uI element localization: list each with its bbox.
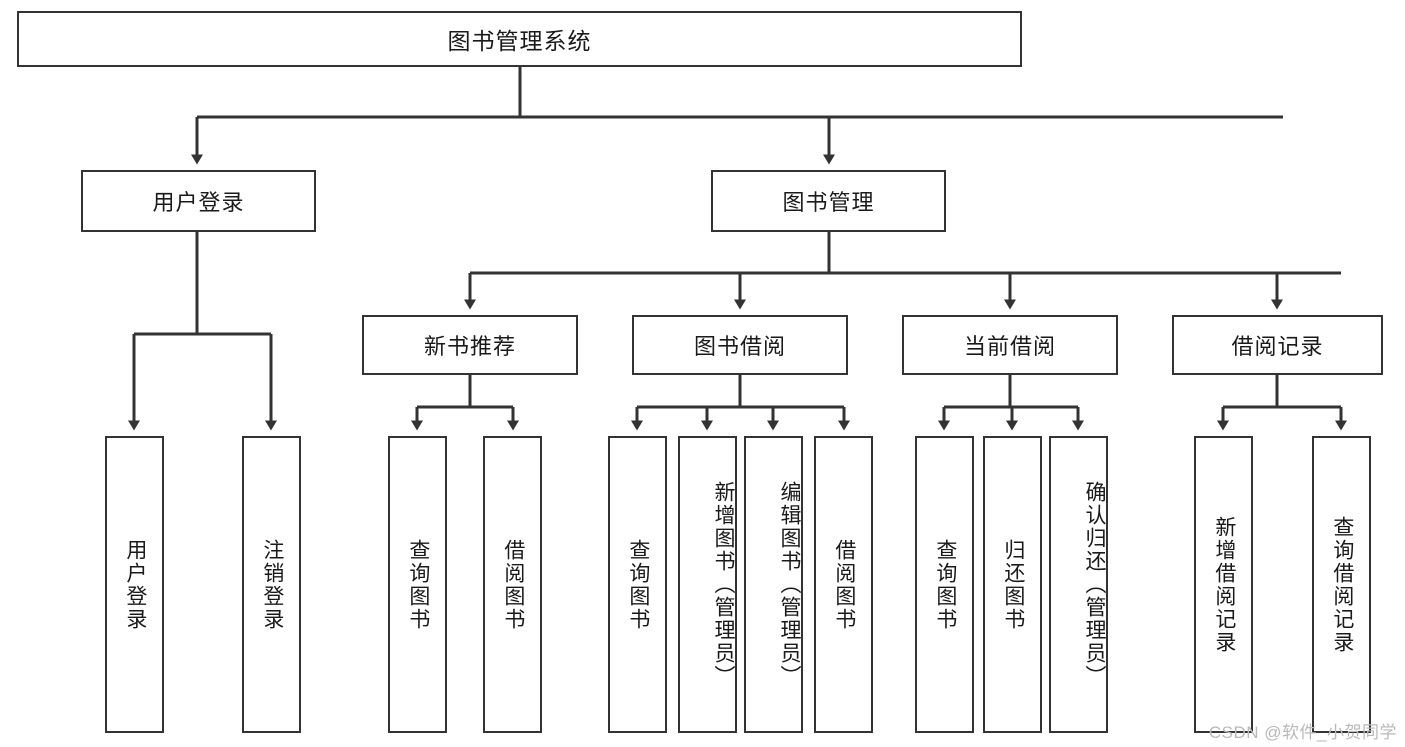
node-new-book-recommend[interactable]: 新书推荐 xyxy=(362,315,578,375)
node-borrow-record[interactable]: 借阅记录 xyxy=(1172,315,1383,375)
leaf-current-query-book[interactable]: 查询图书 xyxy=(915,436,974,733)
node-book-management[interactable]: 图书管理 xyxy=(711,170,946,232)
leaf-recommend-query-book[interactable]: 查询图书 xyxy=(388,436,447,733)
node-book-borrow[interactable]: 图书借阅 xyxy=(632,315,848,375)
leaf-borrow-query-book[interactable]: 查询图书 xyxy=(608,436,667,733)
leaf-current-return-book[interactable]: 归还图书 xyxy=(983,436,1042,733)
leaf-record-query-borrow-record[interactable]: 查询借阅记录 xyxy=(1312,436,1371,733)
node-user-login[interactable]: 用户登录 xyxy=(81,170,316,232)
leaf-recommend-borrow-book[interactable]: 借阅图书 xyxy=(483,436,542,733)
leaf-borrow-add-book-admin[interactable]: 新增图书（管理员） xyxy=(678,436,737,733)
leaf-current-confirm-return-admin[interactable]: 确认归还（管理员） xyxy=(1049,436,1108,733)
leaf-record-add-borrow-record[interactable]: 新增借阅记录 xyxy=(1194,436,1253,733)
leaf-borrow-borrow-book[interactable]: 借阅图书 xyxy=(814,436,873,733)
leaf-borrow-edit-book-admin[interactable]: 编辑图书（管理员） xyxy=(744,436,803,733)
leaf-user-login-signout[interactable]: 注销登录 xyxy=(242,436,301,733)
node-root-system[interactable]: 图书管理系统 xyxy=(17,11,1022,67)
leaf-user-login-signin[interactable]: 用户登录 xyxy=(105,436,164,733)
node-current-borrow[interactable]: 当前借阅 xyxy=(902,315,1118,375)
watermark-text: CSDN @软件_小贺同学 xyxy=(1208,723,1397,742)
